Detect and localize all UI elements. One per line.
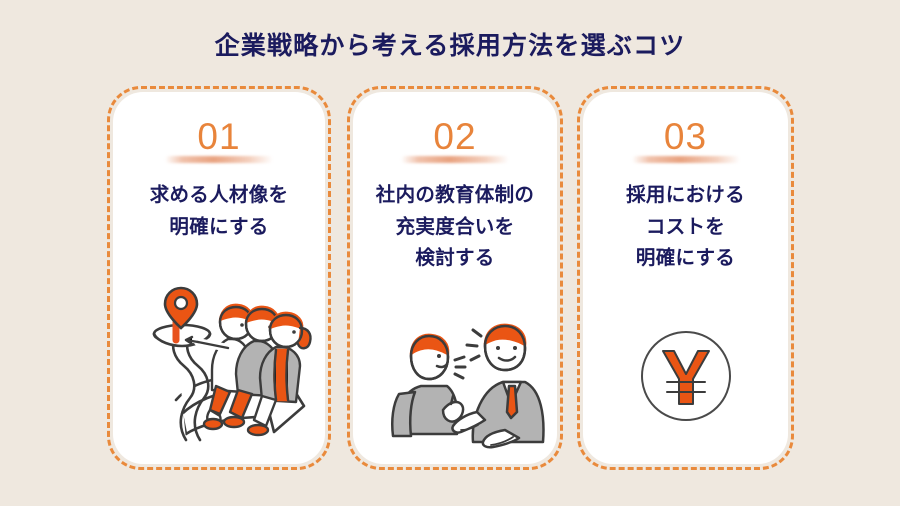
number-underline-swash: [631, 156, 740, 163]
card-content: 03 採用における コストを 明確にする: [580, 89, 791, 467]
card-heading-line: 社内の教育体制の: [375, 184, 535, 206]
three-people-on-arrow-with-map-pin-icon: [110, 279, 328, 459]
yen-coin-circle-icon: [580, 301, 791, 451]
step-card-2: 02 社内の教育体制の 充実度合いを 検討する: [347, 86, 563, 470]
card-heading-line: 明確にする: [169, 215, 269, 238]
card-heading: 社内の教育体制の 充実度合いを 検討する: [376, 180, 534, 275]
card-heading-line: 検討する: [415, 247, 495, 270]
number-underline-swash: [165, 156, 273, 163]
two-people-discussing-icon: [350, 311, 560, 461]
card-content: 02 社内の教育体制の 充実度合いを 検討する: [350, 89, 560, 467]
card-heading-line: コストを: [645, 215, 726, 238]
card-content: 01 求める人材像を 明確にする: [110, 89, 328, 467]
card-number: 02: [433, 116, 477, 157]
card-number-wrap: 01: [165, 116, 273, 164]
page-title: 企業戦略から考える採用方法を選ぶコツ: [214, 32, 686, 60]
card-number-wrap: 02: [401, 116, 509, 164]
card-heading-line: 求める人材像を: [149, 184, 289, 206]
step-card-1: 01 求める人材像を 明確にする: [107, 86, 331, 470]
card-heading-line: 充実度合いを: [395, 215, 515, 238]
step-card-3: 03 採用における コストを 明確にする: [577, 86, 794, 470]
card-heading-line: 採用における: [626, 184, 745, 206]
card-number-wrap: 03: [631, 116, 740, 164]
card-number: 01: [197, 116, 241, 157]
card-heading: 求める人材像を 明確にする: [150, 180, 289, 243]
number-underline-swash: [401, 156, 509, 163]
card-heading: 採用における コストを 明確にする: [626, 180, 745, 275]
card-heading-line: 明確にする: [635, 247, 736, 270]
card-number: 03: [663, 116, 708, 157]
